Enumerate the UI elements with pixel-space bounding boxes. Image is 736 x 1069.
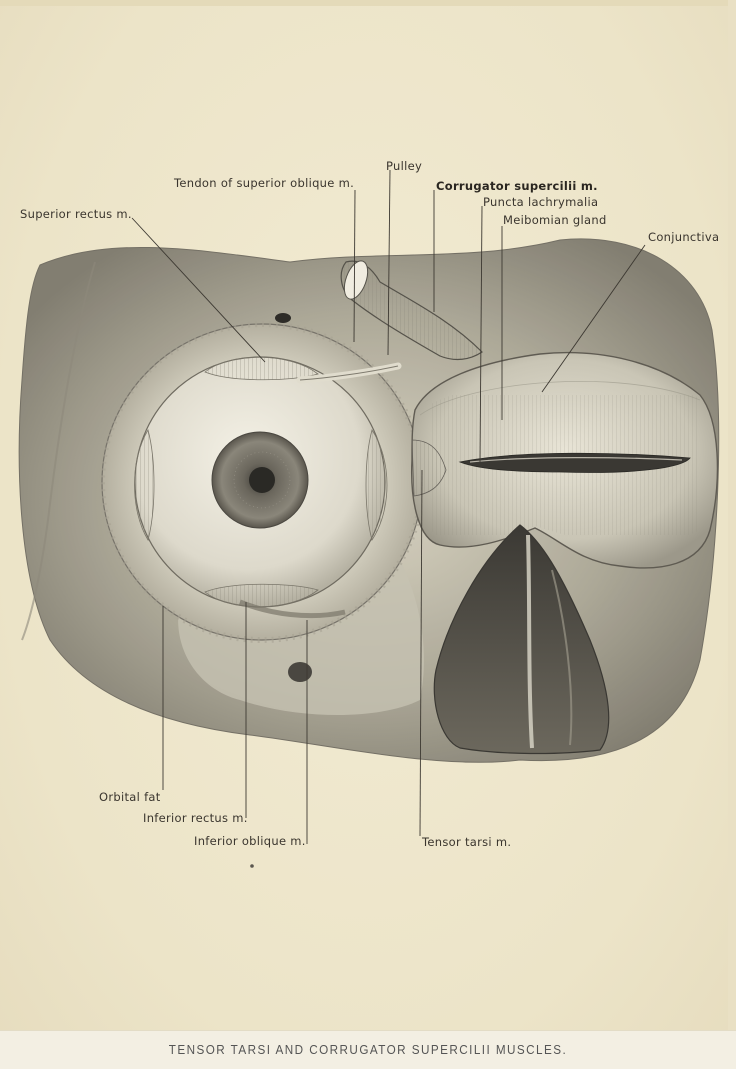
label-superior-rectus: Superior rectus m.: [20, 207, 132, 221]
lateral-muscle-fringe: [365, 429, 388, 541]
label-orbital-fat: Orbital fat: [99, 790, 161, 804]
label-tendon-superior-oblique: Tendon of superior oblique m.: [174, 176, 355, 190]
nasal-cavity: [433, 524, 610, 755]
superior-rectus-muscle: [204, 356, 319, 381]
label-corrugator-supercilii: Corrugator supercilii m.: [436, 179, 598, 193]
corrugator-muscle: [340, 260, 483, 361]
top-edge: [0, 0, 736, 6]
right-edge: [728, 0, 736, 1030]
inferior-oblique-muscle: [239, 599, 346, 619]
label-pulley: Pulley: [386, 159, 423, 173]
caption-band: [0, 1030, 736, 1069]
leader-lines: [131, 169, 646, 844]
label-puncta-lachrymalia: Puncta lachrymalia: [483, 195, 599, 209]
label-inferior-rectus: Inferior rectus m.: [143, 811, 248, 825]
medial-muscle-fringe: [134, 428, 155, 542]
label-inferior-oblique: Inferior oblique m.: [194, 834, 306, 848]
label-conjunctiva: Conjunctiva: [648, 230, 720, 244]
anatomical-illustration: [18, 169, 720, 868]
pupil: [249, 467, 275, 493]
label-tensor-tarsi: Tensor tarsi m.: [422, 835, 512, 849]
plate-caption: TENSOR TARSI AND CORRUGATOR SUPERCILII M…: [168, 1042, 568, 1057]
inferior-rectus-muscle: [204, 583, 319, 608]
label-meibomian-gland: Meibomian gland: [503, 213, 607, 227]
